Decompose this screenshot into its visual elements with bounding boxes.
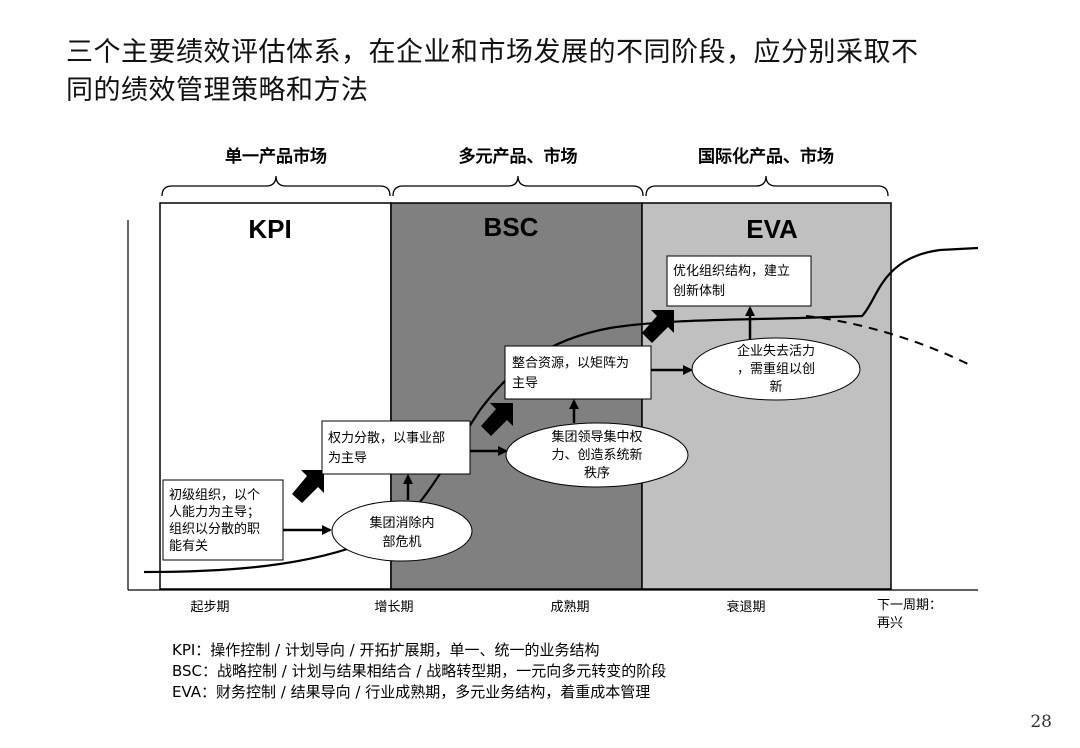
- ellipse-vitality: 企业失去活力 ，需重组以创 新: [691, 337, 861, 401]
- box-optimize: 优化组织结构，建立 创新体制: [666, 255, 812, 307]
- ellipse-vitality-line-2: ，需重组以创: [737, 361, 815, 377]
- box-initial-org-line-2: 人能力为主导；: [169, 505, 260, 520]
- ellipse-vitality-line-3: 新: [769, 379, 782, 395]
- box-initial-org: 初级组织，以个 人能力为主导； 组织以分散的职 能有关: [162, 479, 284, 561]
- box-optimize-line-1: 优化组织结构，建立: [673, 264, 790, 279]
- page-title: 三个主要绩效评估体系，在企业和市场发展的不同阶段，应分别采取不 同的绩效管理策略…: [66, 34, 1026, 110]
- decline-curve: [805, 315, 973, 367]
- stage-label-startup: 起步期: [190, 600, 229, 615]
- system-label-eva: EVA: [746, 214, 798, 244]
- ellipse-crisis-line-1: 集团消除内: [369, 515, 434, 531]
- connector-arrows: [283, 306, 755, 535]
- stage-label-next-cycle-2: 再兴: [877, 616, 903, 631]
- market-braces: [161, 175, 889, 197]
- ellipse-centralize-line-1: 集团领导集中权: [551, 429, 642, 445]
- brace-single: [161, 175, 391, 197]
- box-initial-org-line-3: 组织以分散的职: [169, 521, 260, 537]
- box-optimize-line-2: 创新体制: [673, 283, 725, 299]
- ellipse-crisis-line-2: 部危机: [382, 535, 421, 550]
- page-number: 28: [1030, 712, 1052, 732]
- stage-label-next-cycle-1: 下一周期：: [877, 598, 942, 613]
- stage-label-maturity: 成熟期: [550, 599, 589, 615]
- growth-arrows: [292, 310, 674, 503]
- market-label-single: 单一产品市场: [225, 146, 327, 167]
- system-label-bsc: BSC: [484, 212, 539, 242]
- ellipse-centralize-line-2: 力、创造系统新: [551, 447, 642, 463]
- brace-international: [645, 175, 889, 197]
- box-integrate-line-1: 整合资源，以矩阵为: [512, 356, 629, 371]
- ellipse-centralize: 集团领导集中权 力、创造系统新 秩序: [505, 422, 689, 488]
- title-line-2: 同的绩效管理策略和方法: [66, 75, 369, 106]
- stage-label-growth: 增长期: [374, 600, 413, 615]
- box-initial-org-line-1: 初级组织，以个: [169, 488, 260, 503]
- ellipse-vitality-line-1: 企业失去活力: [737, 343, 815, 359]
- legend: KPI：操作控制 / 计划导向 / 开拓扩展期，单一、统一的业务结构 BSC：战…: [172, 640, 666, 703]
- legend-kpi: KPI：操作控制 / 计划导向 / 开拓扩展期，单一、统一的业务结构: [172, 641, 600, 659]
- ellipse-centralize-line-3: 秩序: [584, 466, 610, 481]
- legend-bsc: BSC：战略控制 / 计划与结果相结合 / 战略转型期，一元向多元转变的阶段: [172, 662, 667, 680]
- system-label-kpi: KPI: [248, 214, 291, 244]
- market-label-multi: 多元产品、市场: [459, 146, 578, 167]
- brace-multi: [392, 175, 644, 197]
- box-power-decentral-line-2: 为主导: [328, 451, 367, 466]
- ellipse-crisis: 集团消除内 部危机: [331, 500, 473, 562]
- market-label-international: 国际化产品、市场: [698, 146, 834, 167]
- growth-arrow-1: [292, 470, 324, 503]
- growth-arrow-2: [481, 403, 513, 436]
- box-initial-org-line-4: 能有关: [169, 539, 208, 554]
- box-power-decentral-line-1: 权力分散，以事业部: [328, 430, 445, 446]
- growth-arrow-3: [642, 310, 674, 343]
- legend-eva: EVA：财务控制 / 结果导向 / 行业成熟期，多元业务结构，着重成本管理: [172, 683, 651, 701]
- box-power-decentral: 权力分散，以事业部 为主导: [321, 420, 471, 475]
- title-line-1: 三个主要绩效评估体系，在企业和市场发展的不同阶段，应分别采取不: [66, 37, 919, 68]
- box-integrate: 整合资源，以矩阵为 主导: [504, 345, 652, 400]
- box-integrate-line-2: 主导: [512, 376, 538, 391]
- stage-label-decline: 衰退期: [726, 599, 765, 615]
